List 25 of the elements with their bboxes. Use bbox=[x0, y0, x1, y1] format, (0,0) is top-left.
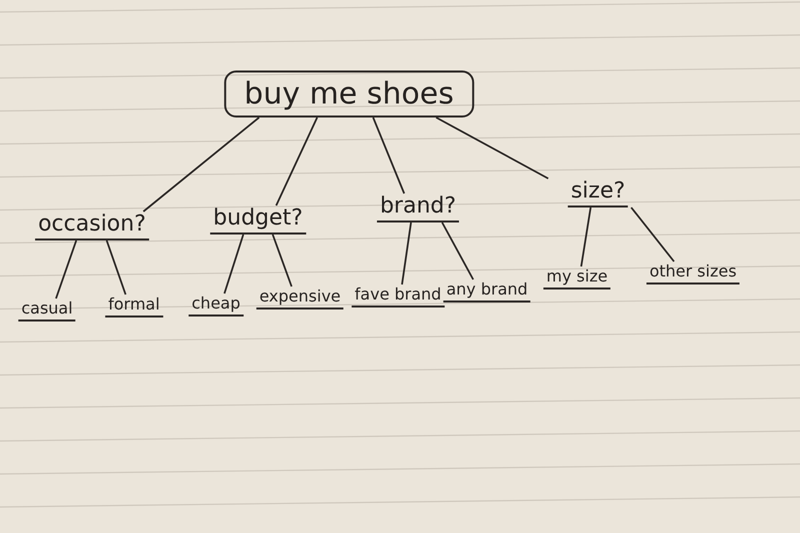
underlined-topic: any brand bbox=[443, 280, 531, 302]
underlined-topic: cheap bbox=[188, 294, 244, 316]
connector-line bbox=[106, 240, 126, 295]
connector-line bbox=[272, 234, 292, 287]
underlined-topic: formal bbox=[105, 294, 163, 318]
connector-line bbox=[142, 116, 260, 212]
underlined-topic: brand? bbox=[376, 194, 460, 222]
connector-line bbox=[275, 117, 318, 206]
underlined-topic: other sizes bbox=[646, 262, 740, 284]
connector-line bbox=[441, 222, 474, 280]
underlined-topic: size? bbox=[568, 178, 628, 208]
underlined-topic: occasion? bbox=[35, 212, 149, 240]
underlined-topic: casual bbox=[18, 298, 76, 322]
root-topic-box: buy me shoes bbox=[224, 70, 474, 118]
underlined-topic: fave brand bbox=[352, 284, 444, 308]
underlined-topic: my size bbox=[543, 266, 611, 290]
connector-line bbox=[401, 222, 412, 285]
connector-line bbox=[630, 206, 675, 262]
connector-line bbox=[436, 116, 549, 180]
connector-line bbox=[372, 117, 406, 194]
connector-line bbox=[55, 240, 78, 299]
underlined-topic: expensive bbox=[256, 286, 344, 310]
connector-line bbox=[580, 207, 592, 267]
connector-line bbox=[224, 234, 244, 294]
underlined-topic: budget? bbox=[210, 206, 306, 234]
